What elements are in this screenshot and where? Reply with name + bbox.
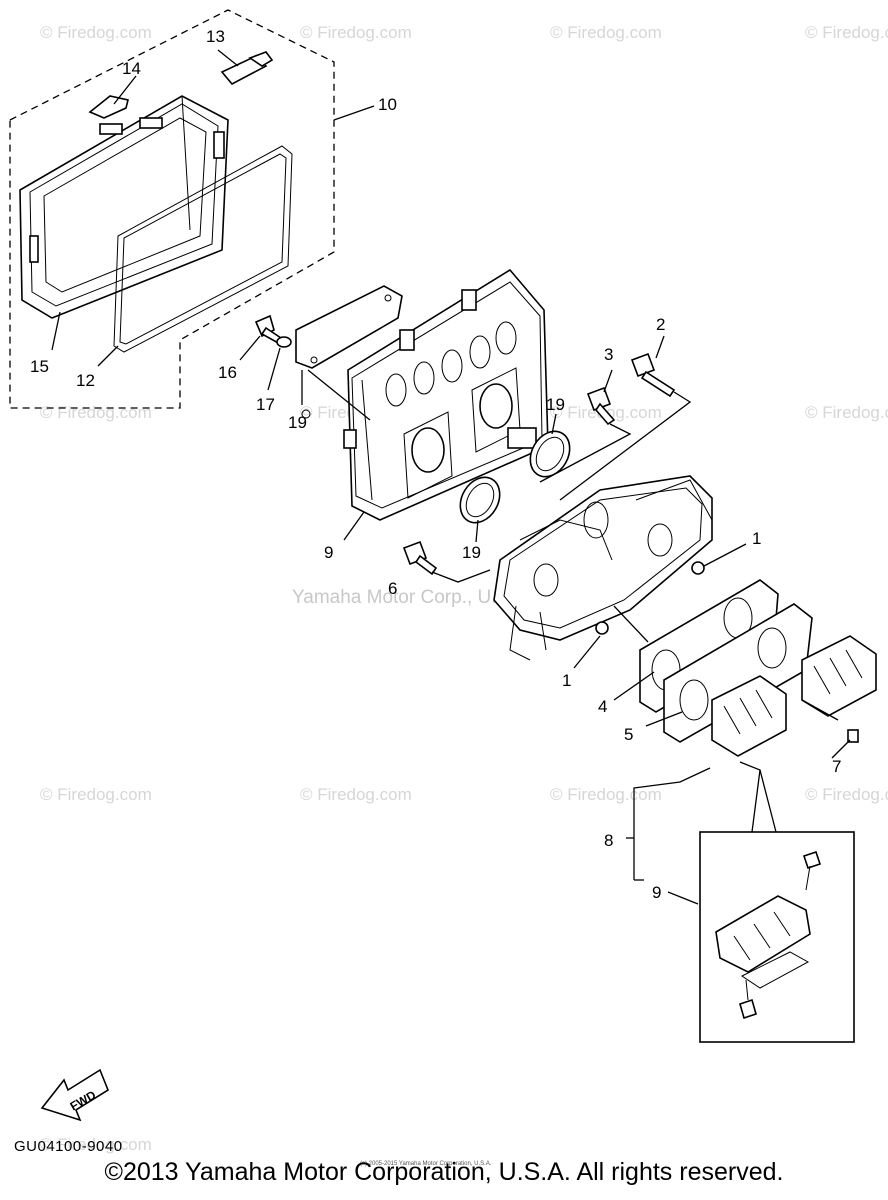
callout-4: 4 <box>598 697 607 716</box>
joint-14 <box>220 51 274 86</box>
bolt-6 <box>402 540 438 576</box>
reed-valve <box>711 635 877 757</box>
callout-3: 3 <box>604 345 613 364</box>
callout-5: 5 <box>624 725 633 744</box>
seal-ring-19 <box>459 476 501 524</box>
callout-17: 16 <box>218 363 237 382</box>
carburetor-assembly <box>493 475 713 661</box>
clip-15 <box>88 95 129 119</box>
callout-18: 17 <box>256 395 275 414</box>
callout-14: 13 <box>206 27 225 46</box>
callouts: 14 13 10 15 12 16 17 19 9 19 19 2 3 6 1 … <box>30 27 841 902</box>
callout-16: 15 <box>30 357 49 376</box>
assembly-dashed-outline <box>9 9 335 409</box>
callout-13: 12 <box>76 371 95 390</box>
pin-7 <box>847 729 859 743</box>
watermark: © Firedog.com <box>300 785 412 804</box>
callout-19: 19 <box>546 395 565 414</box>
washer-18 <box>276 336 292 348</box>
watermark: © Firedog.com <box>40 23 152 42</box>
callout-12: 10 <box>378 95 397 114</box>
watermark: © Firedog.com <box>805 785 888 804</box>
callout-10: 9 <box>324 543 333 562</box>
center-watermark: Yamaha Motor Corp., U.S.A. <box>292 587 532 608</box>
watermark: © Firedog.com <box>805 23 888 42</box>
callout-2: 2 <box>656 315 665 334</box>
watermark: © Firedog.com <box>40 785 152 804</box>
callout-15: 14 <box>122 59 141 78</box>
gasket-13 <box>113 145 293 353</box>
seal-ring-19 <box>529 430 571 478</box>
bolt-2 <box>630 352 676 398</box>
callout-1: 1 <box>562 671 571 690</box>
watermark: © Firedog.com <box>40 1135 152 1154</box>
callout-1: 1 <box>752 529 761 548</box>
callout-7: 7 <box>832 757 841 776</box>
watermark: © Firedog.com <box>40 403 152 422</box>
plate <box>295 285 403 369</box>
washer-19 <box>301 409 311 419</box>
watermark: © Firedog.com <box>805 403 888 422</box>
callout-19: 19 <box>462 543 481 562</box>
fwd-arrow-icon: FWD <box>40 1068 109 1122</box>
watermark: © Firedog.com <box>300 23 412 42</box>
air-box-body <box>343 268 549 521</box>
reed-valve-detail <box>715 850 822 1020</box>
leader-lines <box>51 49 851 905</box>
callout-8: 8 <box>604 831 613 850</box>
bolt-3 <box>586 386 616 426</box>
callout-19: 19 <box>288 413 307 432</box>
watermark: © Firedog.com <box>550 785 662 804</box>
diagram-code: GU04100-9040 <box>14 1138 123 1155</box>
copyright-small: (c) 2005-2015 Yamaha Motor Corporation, … <box>360 1161 492 1167</box>
air-box-cover <box>19 95 229 319</box>
callout-9: 9 <box>652 883 661 902</box>
watermark: © Firedog.com <box>550 23 662 42</box>
callout-6: 6 <box>388 579 397 598</box>
copyright-notice: ©2013 Yamaha Motor Corporation, U.S.A. A… <box>104 1158 784 1186</box>
